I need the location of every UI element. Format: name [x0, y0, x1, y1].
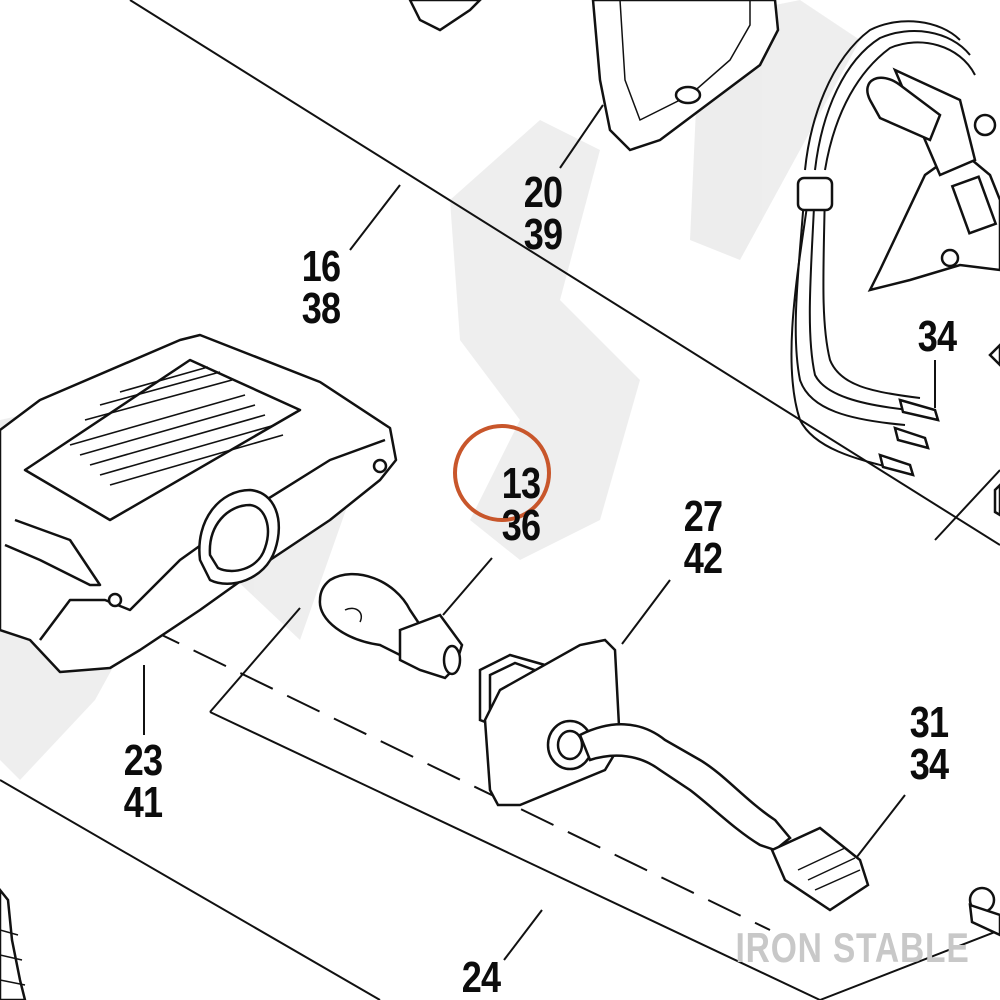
socket-grommet	[478, 638, 622, 807]
callout-number: 23	[123, 736, 163, 785]
lamp-housing	[0, 333, 398, 674]
callout-number: 39	[523, 210, 563, 259]
callout-27-42[interactable]: 27 42	[674, 492, 731, 583]
callout-number: 34	[917, 312, 957, 361]
callout-number: 24	[461, 953, 501, 1000]
callout-number: 31	[909, 698, 949, 747]
callout-20-39[interactable]: 20 39	[514, 168, 571, 259]
callout-number: 38	[301, 284, 341, 333]
callout-31-34[interactable]: 31 34	[900, 698, 957, 789]
callout-16-38[interactable]: 16 38	[292, 242, 349, 333]
highlight-circle	[453, 424, 551, 522]
callout-24[interactable]: 24	[452, 953, 509, 1000]
callout-number: 42	[683, 534, 723, 583]
callout-23-41[interactable]: 23 41	[114, 736, 171, 827]
callout-number: 41	[123, 778, 163, 827]
bracket-wiring	[790, 20, 1000, 477]
callout-number: 27	[683, 492, 723, 541]
socket-harness	[578, 723, 870, 912]
callout-13-36[interactable]: 13 36	[492, 459, 549, 550]
bottom-left-harness	[0, 887, 27, 1000]
callout-number: 36	[501, 501, 541, 550]
center-axis-dashed	[99, 604, 771, 931]
right-edge-hardware	[968, 343, 1000, 937]
watermark-text: IRON STABLE	[735, 924, 970, 971]
leader-lines	[143, 104, 936, 961]
bulb	[318, 572, 464, 680]
callout-number: 16	[301, 242, 341, 291]
callout-number: 34	[909, 740, 949, 789]
top-lens	[408, 0, 780, 152]
callout-number: 13	[501, 459, 541, 508]
callout-34-top[interactable]: 34	[908, 312, 965, 361]
callout-number: 20	[523, 168, 563, 217]
